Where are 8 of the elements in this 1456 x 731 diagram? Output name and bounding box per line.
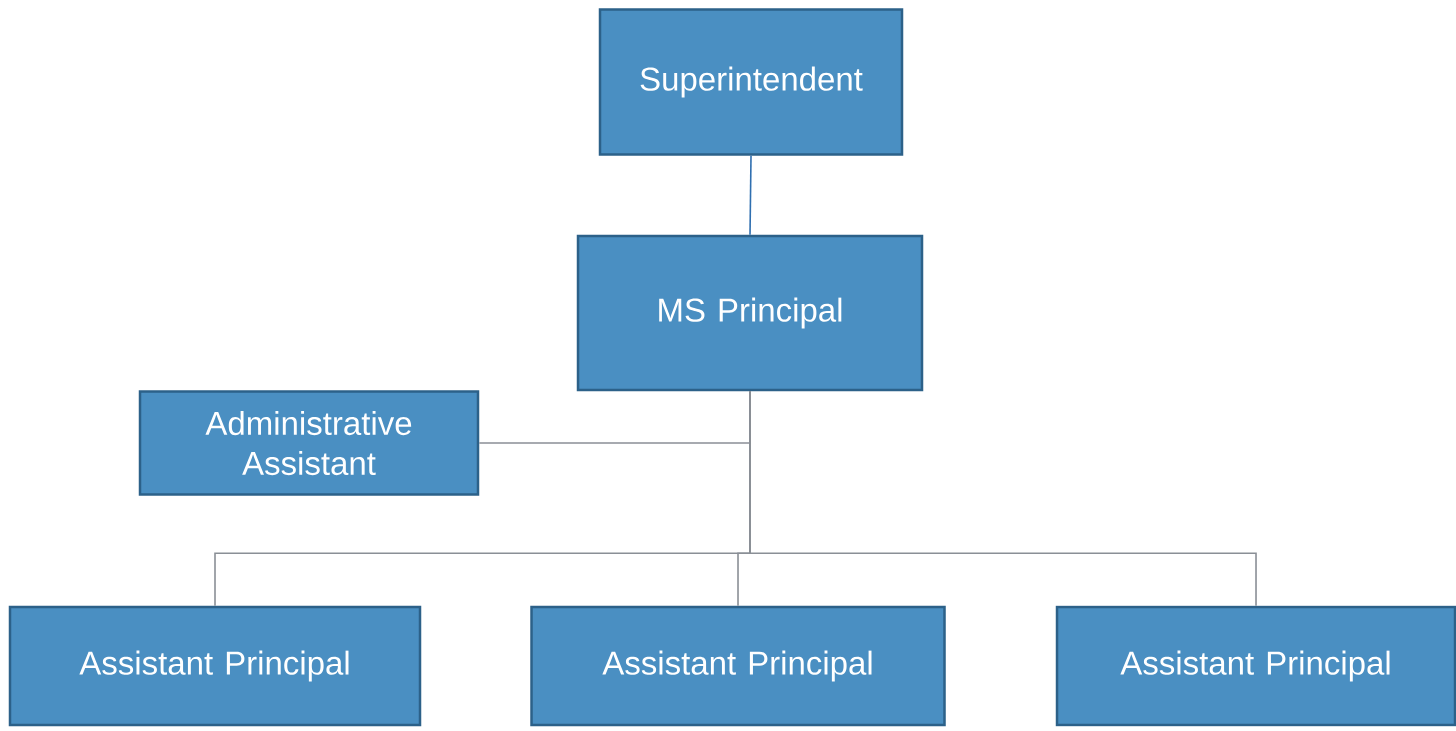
org-box: MS Principal — [576, 234, 924, 392]
org-box: Assistant Principal — [8, 605, 422, 727]
org-box: Superintendent — [598, 8, 904, 156]
org-box: Assistant Principal — [530, 605, 946, 727]
org-box: Assistant Principal — [1055, 605, 1456, 727]
org-box: Administrative Assistant — [138, 390, 480, 496]
connector-line — [749, 390, 1257, 607]
connector-line — [749, 154, 752, 236]
